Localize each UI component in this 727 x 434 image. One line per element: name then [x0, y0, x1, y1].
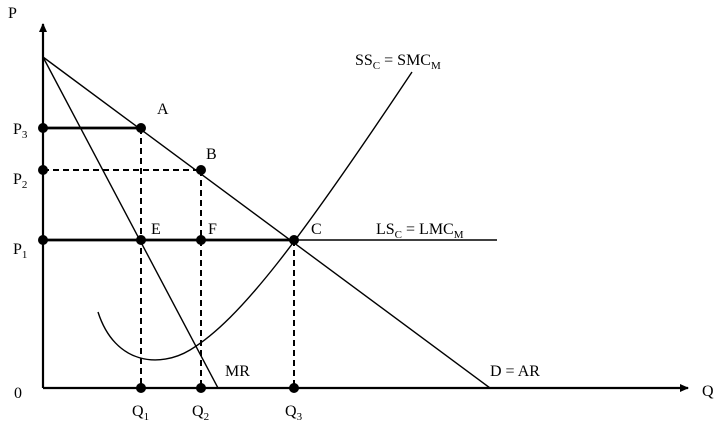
point-b-label: B — [206, 146, 217, 163]
point-a-dot — [136, 123, 146, 133]
q1-axis-dot — [136, 383, 146, 393]
point-b-dot — [196, 165, 206, 175]
smc-curve-label: SSC = SMCM — [355, 52, 441, 72]
short-run-supply-curve — [97, 71, 413, 361]
p3-label: P3 — [13, 121, 28, 141]
p2-axis-dot — [38, 165, 48, 175]
x-axis-label: Q — [702, 383, 714, 400]
marginal-revenue-curve — [42, 56, 219, 389]
q3-label: Q3 — [285, 403, 303, 423]
point-c-label: C — [311, 221, 322, 238]
p1-label: P1 — [13, 241, 27, 261]
point-a-label: A — [157, 101, 169, 118]
point-f-dot — [196, 235, 206, 245]
q3-axis-dot — [289, 383, 299, 393]
origin-label: 0 — [14, 385, 22, 402]
point-c-dot — [289, 235, 299, 245]
q2-axis-dot — [196, 383, 206, 393]
p2-label: P2 — [13, 171, 27, 191]
p3-axis-dot — [38, 123, 48, 133]
point-e-label: E — [151, 221, 161, 238]
q1-label: Q1 — [132, 403, 149, 423]
mr-curve-label: MR — [225, 363, 250, 380]
point-f-label: F — [208, 221, 217, 238]
y-axis-label: P — [8, 5, 17, 22]
demand-curve — [42, 56, 491, 389]
demand-curve-label: D = AR — [490, 363, 540, 380]
p1-axis-dot — [38, 235, 48, 245]
q2-label: Q2 — [192, 403, 209, 423]
lmc-curve-label: LSC = LMCM — [376, 221, 464, 241]
point-e-dot — [136, 235, 146, 245]
